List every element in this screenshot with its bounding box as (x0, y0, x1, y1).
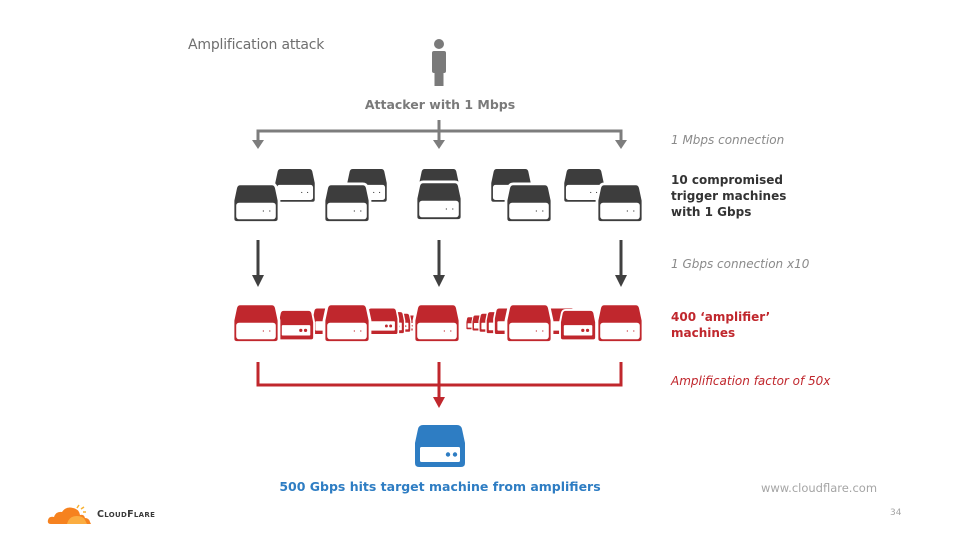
slide-title: Amplification attack (188, 37, 325, 53)
connector-1mbps (256, 120, 623, 142)
label-line: machines (671, 326, 736, 340)
cloudflare-logo: CloudFlare (47, 502, 172, 526)
server-icon (595, 182, 645, 224)
server-icon (322, 182, 372, 224)
label-line: with 1 Gbps (671, 205, 752, 219)
label-amplification-factor: Amplification factor of 50x (671, 374, 831, 388)
server-icon (559, 308, 598, 342)
arrow-down-icon (615, 275, 627, 287)
logo-text: CloudFlare (97, 509, 156, 520)
attacker-label: Attacker with 1 Mbps (364, 97, 516, 112)
arrow-down-icon (433, 397, 445, 408)
label-line: 10 compromised (671, 173, 783, 187)
target-label: 500 Gbps hits target machine from amplif… (279, 479, 601, 494)
label-amplifier-machines: 400 ‘amplifier’ machines (671, 309, 770, 341)
server-icon (504, 302, 554, 344)
arrow-down-icon (615, 140, 627, 149)
server-icon (277, 308, 316, 342)
server-icon (412, 302, 462, 344)
page-number: 34 (890, 508, 902, 518)
label-trigger-machines: 10 compromised trigger machines with 1 G… (671, 172, 786, 220)
cloud-icon (47, 504, 91, 524)
target-server-icon (415, 425, 465, 467)
label-1gbps-connection: 1 Gbps connection x10 (671, 257, 810, 271)
arrow-down-icon (252, 275, 264, 287)
arrow-down-icon (433, 275, 445, 287)
label-line: 400 ‘amplifier’ (671, 310, 771, 324)
server-icon (595, 302, 645, 344)
arrowheads-1mbps (252, 140, 627, 149)
arrow-down-icon (433, 140, 445, 149)
amplifier-machines (231, 302, 645, 344)
arrow-down-icon (252, 140, 264, 149)
footer-url: www.cloudflare.com (761, 481, 878, 495)
server-icon (414, 180, 464, 222)
server-icon (231, 302, 281, 344)
label-1mbps-connection: 1 Mbps connection (671, 133, 785, 147)
server-icon (272, 166, 318, 205)
trigger-machines (231, 166, 645, 224)
connector-amplification (256, 362, 623, 398)
server-icon (322, 302, 372, 344)
server-icon (231, 182, 281, 224)
server-icon (504, 182, 554, 224)
connector-1gbps (256, 240, 623, 276)
person-icon (432, 39, 446, 86)
label-line: trigger machines (671, 189, 787, 203)
